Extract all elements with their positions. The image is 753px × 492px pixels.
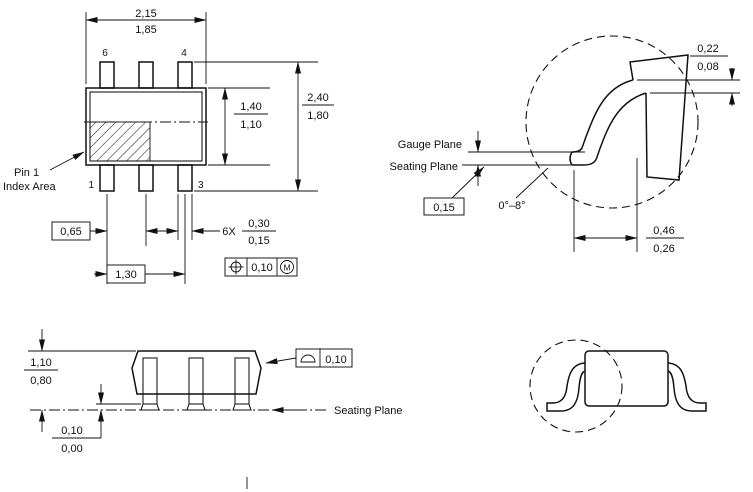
dim-min-label: 0,00 xyxy=(61,443,82,455)
lead-bottom-1 xyxy=(99,164,115,192)
basic-dim-box xyxy=(106,264,146,284)
lead-detail-view: 0,22 0,08 Gauge Plane Seating Plane 0,15… xyxy=(390,35,740,255)
lead-inner-surface xyxy=(572,92,647,166)
gauge-offset-label: 0,15 xyxy=(433,202,454,214)
qty-label: 6X xyxy=(222,226,236,238)
lead-side-3 xyxy=(234,357,250,405)
dim-max-label: 1,10 xyxy=(30,357,51,369)
lead-bottom-3 xyxy=(177,164,193,192)
dim-min-label: 0,15 xyxy=(248,235,269,247)
dim-max-label: 1,40 xyxy=(240,101,261,113)
dim-min-label: 1,85 xyxy=(135,24,156,36)
foot-angle-label: 0°–8° xyxy=(498,200,525,212)
dim-body-depth: 1,40 1,10 xyxy=(208,87,270,166)
top-view: 6 4 1 3 2,15 1,85 1,40 1,10 2,40 xyxy=(3,8,334,284)
lead-end-right xyxy=(667,362,707,412)
span-label: 1,30 xyxy=(115,269,136,281)
dim-min-label: 0,26 xyxy=(653,243,674,255)
dim-lead-thickness: 0,22 0,08 xyxy=(637,43,740,106)
package-body-side xyxy=(131,350,262,395)
pin-number-1: 1 xyxy=(88,180,94,191)
seating-plane-label: Seating Plane xyxy=(390,161,459,173)
leader-arrow xyxy=(49,151,85,171)
detail-boundary-circle xyxy=(525,35,699,209)
lead-outer-surface xyxy=(571,79,634,153)
pin1-index-callout: Pin 1 Index Area xyxy=(3,151,85,193)
seating-plane-label: Seating Plane xyxy=(334,405,403,417)
fcf-tolerance-label: 0,10 xyxy=(251,262,272,274)
dim-max-label: 2,15 xyxy=(135,8,156,20)
dim-min-label: 0,80 xyxy=(30,375,51,387)
dim-max-label: 0,22 xyxy=(697,43,718,55)
basic-dim-box xyxy=(423,197,465,216)
dim-standoff: 0,10 0,00 xyxy=(52,384,141,455)
dim-gauge-offset: 0,15 xyxy=(423,166,485,216)
dim-max-label: 0,30 xyxy=(248,218,269,230)
side-view: Seating Plane 1,10 0,80 0,10 0,00 0,10 xyxy=(24,329,403,455)
end-view xyxy=(529,339,707,433)
coplanarity-tolerance-label: 0,10 xyxy=(325,354,346,366)
dim-max-label: 0,46 xyxy=(653,225,674,237)
dim-body-width: 2,15 1,85 xyxy=(85,8,207,84)
lead-top-2 xyxy=(138,61,154,89)
body-edge-outline xyxy=(629,54,689,181)
lead-top-1 xyxy=(99,61,115,89)
lead-side-1 xyxy=(142,357,158,405)
leader-line xyxy=(515,167,549,199)
pin1-index-area-hatch xyxy=(89,121,151,162)
pin-number-3: 3 xyxy=(198,180,204,191)
detail-reference-circle xyxy=(529,339,623,433)
dim-min-label: 1,80 xyxy=(307,110,328,122)
leader-arrow xyxy=(265,357,297,365)
mmc-modifier-icon xyxy=(280,260,294,274)
dim-lead-width: 6X 0,30 0,15 xyxy=(160,218,276,247)
pin1-callout-line2: Index Area xyxy=(3,181,56,193)
side-leads xyxy=(140,357,252,411)
dim-min-label: 0,08 xyxy=(697,61,718,73)
dim-foot-length: 0,46 0,26 xyxy=(573,158,684,255)
fcf-modifier-label: M xyxy=(283,263,290,273)
lead-side-2 xyxy=(188,357,204,405)
lead-foot-1 xyxy=(140,403,160,411)
pin-number-6: 6 xyxy=(102,48,108,59)
dim-lead-span: 1,30 xyxy=(94,264,186,284)
pin1-callout-line1: Pin 1 xyxy=(14,167,39,179)
gauge-seating-planes: Gauge Plane Seating Plane xyxy=(390,131,585,186)
lead-top-3 xyxy=(177,61,193,89)
coplanarity-callout: 0,10 xyxy=(265,348,353,368)
gauge-plane-label: Gauge Plane xyxy=(398,139,462,151)
lead-foot-2 xyxy=(186,403,206,411)
dim-max-label: 0,10 xyxy=(61,425,82,437)
lead-bottom-2 xyxy=(138,164,154,192)
lead-foot-3 xyxy=(232,403,252,411)
fcf-frame xyxy=(224,257,298,277)
dim-max-label: 2,40 xyxy=(307,92,328,104)
feature-control-frame: 0,10 M xyxy=(224,257,298,277)
pin-number-4: 4 xyxy=(181,48,187,59)
lead-end-left xyxy=(546,362,586,412)
lead-tip-face xyxy=(569,151,573,166)
dim-package-height: 1,10 0,80 xyxy=(24,329,136,432)
seating-plane: Seating Plane xyxy=(30,405,403,417)
leader-arrow xyxy=(451,166,485,199)
dim-lead-pitch: 0,65 xyxy=(51,221,163,241)
pitch-label: 0,65 xyxy=(60,226,81,238)
dim-min-label: 1,10 xyxy=(240,119,261,131)
dim-overall-width: 2,40 1,80 xyxy=(194,61,334,192)
package-body-end xyxy=(584,350,669,407)
dim-foot-angle: 0°–8° xyxy=(498,167,549,212)
profile-of-line-icon xyxy=(300,354,316,363)
